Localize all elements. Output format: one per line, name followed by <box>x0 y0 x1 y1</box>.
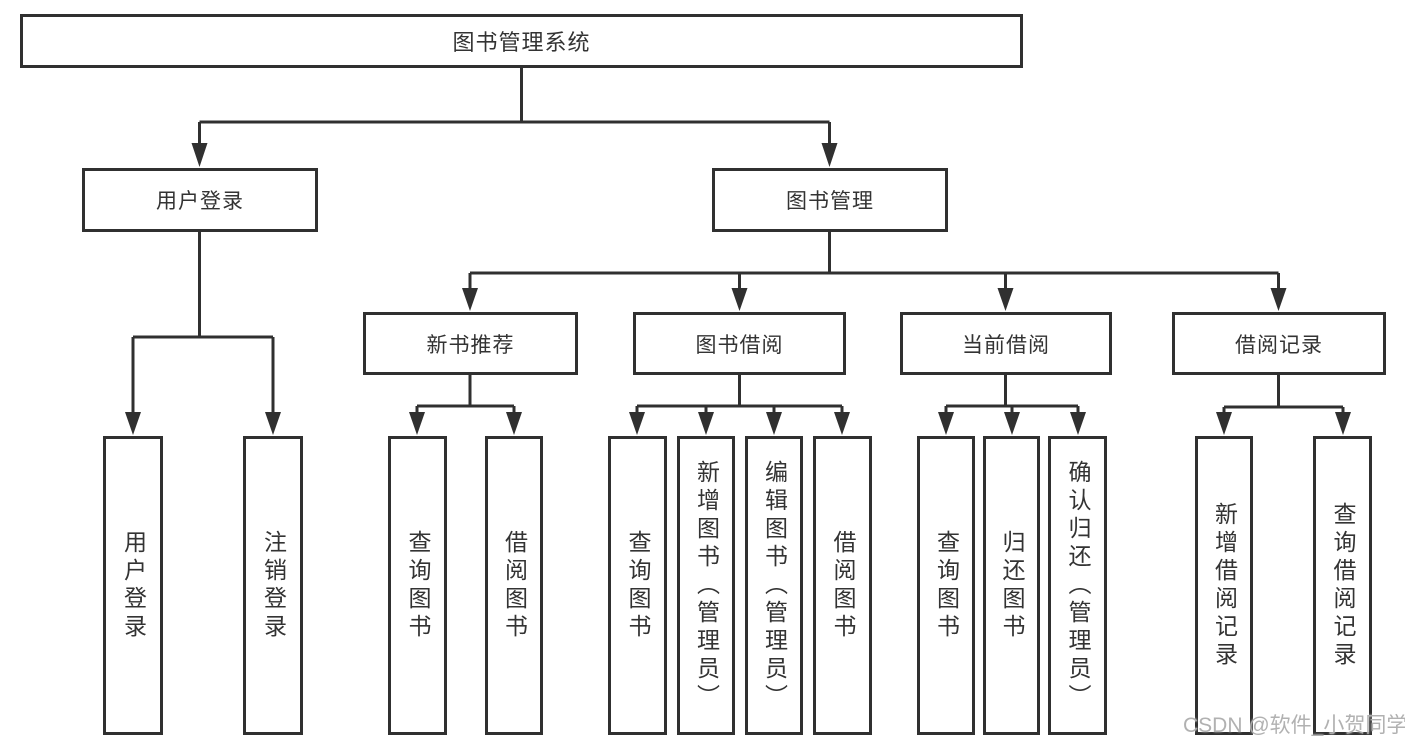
leaf-newbook-query-book-label: 查询图书 <box>405 529 431 642</box>
leaf-logout-login-label: 注销登录 <box>260 529 287 642</box>
node-root-label: 图书管理系统 <box>452 30 591 55</box>
leaf-user-login-label: 用户登录 <box>120 529 147 642</box>
leaf-current-confirm-return-admin: 确认归还（管理员） <box>1048 436 1107 735</box>
leaf-borrow-query-book-label: 查询图书 <box>625 529 651 642</box>
leaf-current-query-book-label: 查询图书 <box>933 529 960 642</box>
leaf-user-login: 用户登录 <box>103 436 163 735</box>
node-book-borrow-label: 图书借阅 <box>695 333 784 357</box>
leaf-record-add-borrow-record-label: 新增借阅记录 <box>1211 501 1238 670</box>
leaf-record-query-borrow-record: 查询借阅记录 <box>1313 436 1372 735</box>
leaf-newbook-query-book: 查询图书 <box>388 436 447 735</box>
leaf-borrow-query-book: 查询图书 <box>608 436 667 735</box>
node-root-system: 图书管理系统 <box>20 14 1023 68</box>
leaf-current-query-book: 查询图书 <box>917 436 975 735</box>
node-book-management-label: 图书管理 <box>786 190 874 213</box>
node-new-book-recommend: 新书推荐 <box>363 312 578 375</box>
leaf-borrow-edit-book-admin-label: 编辑图书（管理员） <box>761 459 788 712</box>
csdn-watermark: CSDN @软件_小贺同学 <box>1183 714 1405 737</box>
node-user-login: 用户登录 <box>82 168 318 232</box>
leaf-borrow-borrow-book: 借阅图书 <box>813 436 872 735</box>
node-user-login-label: 用户登录 <box>156 190 244 213</box>
node-book-management: 图书管理 <box>712 168 948 232</box>
arrowhead-icons <box>125 143 1351 435</box>
node-new-book-recommend-label: 新书推荐 <box>426 333 515 357</box>
leaf-record-add-borrow-record: 新增借阅记录 <box>1195 436 1253 735</box>
node-book-borrow: 图书借阅 <box>633 312 846 375</box>
node-current-borrow-label: 当前借阅 <box>962 333 1050 357</box>
leaf-current-confirm-return-admin-label: 确认归还（管理员） <box>1065 459 1091 712</box>
node-current-borrow: 当前借阅 <box>900 312 1112 375</box>
node-borrow-record-label: 借阅记录 <box>1235 333 1323 357</box>
leaf-newbook-borrow-book: 借阅图书 <box>485 436 543 735</box>
node-borrow-record: 借阅记录 <box>1172 312 1386 375</box>
leaf-record-query-borrow-record-label: 查询借阅记录 <box>1330 501 1356 670</box>
leaf-logout-login: 注销登录 <box>243 436 303 735</box>
leaf-current-return-book: 归还图书 <box>983 436 1040 735</box>
leaf-current-return-book-label: 归还图书 <box>999 529 1025 642</box>
leaf-borrow-add-book-admin: 新增图书（管理员） <box>677 436 735 735</box>
leaf-newbook-borrow-book-label: 借阅图书 <box>501 529 528 642</box>
leaf-borrow-borrow-book-label: 借阅图书 <box>830 529 856 642</box>
connector-lines <box>131 68 1345 415</box>
leaf-borrow-add-book-admin-label: 新增图书（管理员） <box>693 459 720 712</box>
leaf-borrow-edit-book-admin: 编辑图书（管理员） <box>745 436 803 735</box>
